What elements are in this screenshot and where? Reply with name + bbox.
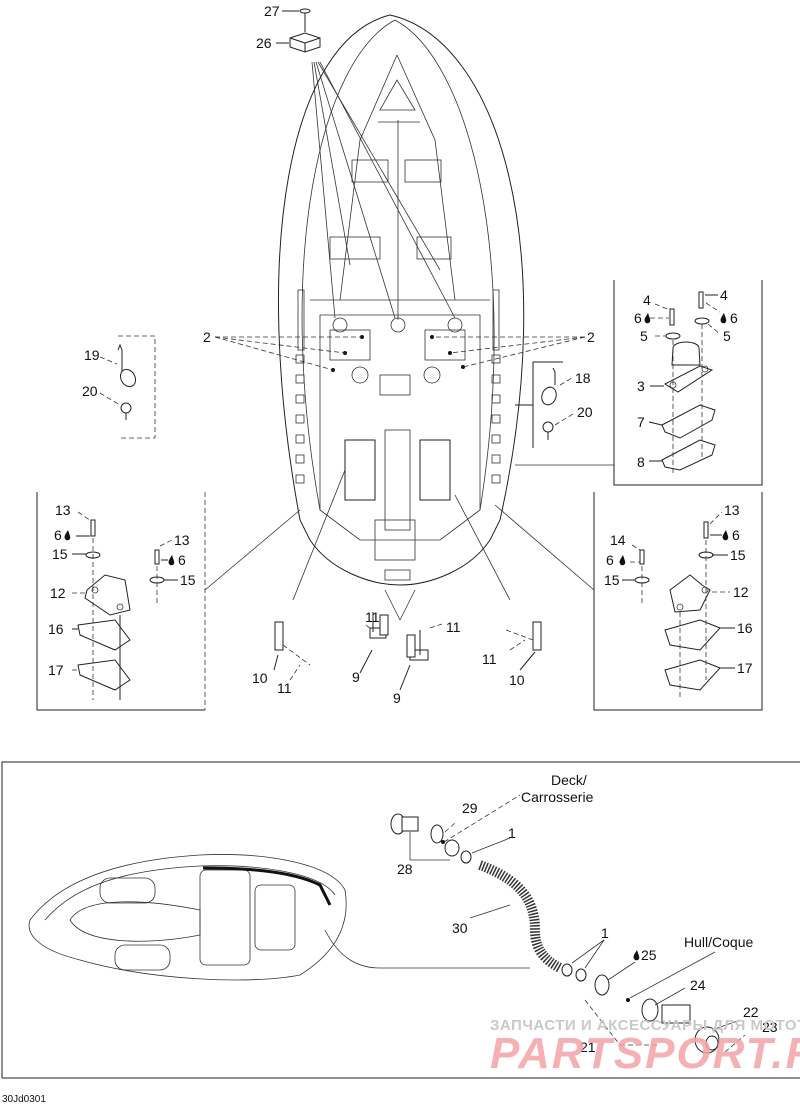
callout-10-right: 10: [509, 672, 525, 688]
callout-2-leaders: [214, 336, 586, 371]
detail-box-engine-mount-rear-right: [494, 492, 763, 711]
callout-25: 25: [641, 947, 657, 963]
drop-icon: [619, 555, 626, 566]
callout-30: 30: [452, 920, 468, 936]
callout-8: 8: [637, 454, 645, 470]
callout-6-left: 6: [634, 310, 642, 326]
callout-16-right: 16: [737, 620, 753, 636]
deck-fitting: [390, 794, 521, 864]
drop-icon: [720, 313, 727, 324]
vent-hose-panel: [1, 761, 800, 1079]
callout-3: 3: [637, 378, 645, 394]
detail-box-18-20: [515, 361, 574, 448]
part-26-27-pad-and-screw: [276, 8, 456, 319]
callout-17-left: 17: [48, 662, 64, 678]
brackets-9-10-11: [273, 469, 542, 691]
callout-16-left: 16: [48, 621, 64, 637]
detail-box-engine-mount-rear-left: [36, 492, 301, 711]
callout-13-right: 13: [724, 502, 740, 518]
callout-6-left-b: 6: [178, 552, 186, 568]
callout-20-right: 20: [577, 404, 593, 420]
label-deck: Deck/: [551, 772, 587, 788]
craft-top-view: [28, 854, 530, 981]
callout-15-right-a: 15: [730, 547, 746, 563]
callout-15-left-b: 15: [180, 572, 196, 588]
callout-23: 23: [762, 1019, 778, 1035]
callout-24: 24: [690, 977, 706, 993]
drop-icon: [722, 530, 729, 541]
drop-icon: [64, 530, 71, 541]
callout-12-left: 12: [50, 585, 66, 601]
detail-box-19-20: [99, 335, 156, 439]
callout-1-top: 1: [508, 825, 516, 841]
vent-hose: [478, 860, 563, 973]
callout-21: 21: [580, 1039, 596, 1055]
callout-2-left: 2: [203, 329, 211, 345]
hull-top-view: [278, 14, 525, 586]
drawing-code: 30Jd0301: [2, 1094, 46, 1105]
drop-icon: [633, 950, 640, 961]
callout-19: 19: [84, 347, 100, 363]
watermark-line-1: ЗАПЧАСТИ И АКСЕССУАРЫ ДЛЯ МОТОТЕХНИКИ: [490, 1017, 800, 1034]
callout-6-left-a: 6: [54, 527, 62, 543]
callout-7: 7: [637, 414, 645, 430]
drop-icon: [644, 313, 651, 324]
watermark-line-2: PARTSPORT.RU: [490, 1029, 800, 1078]
callout-29: 29: [462, 800, 478, 816]
callout-18: 18: [575, 370, 591, 386]
callout-14-right: 14: [610, 532, 626, 548]
callout-26: 26: [256, 35, 272, 51]
callout-27: 27: [264, 3, 280, 19]
callout-12-right: 12: [733, 584, 749, 600]
callout-13-left-b: 13: [174, 532, 190, 548]
hull-side-notches-left: [295, 354, 305, 484]
callout-15-left-a: 15: [52, 546, 68, 562]
hull-side-notches-right: [491, 354, 501, 484]
drop-icon: [168, 555, 175, 566]
callout-13-left-a: 13: [55, 502, 71, 518]
callout-9-a: 9: [352, 669, 360, 685]
callout-2-right: 2: [587, 329, 595, 345]
callout-5-left: 5: [640, 328, 648, 344]
callout-11-b: 11: [446, 619, 461, 635]
detail-box-engine-mount-front: [515, 280, 763, 486]
callout-6-right-b: 6: [606, 552, 614, 568]
callout-22: 22: [743, 1004, 759, 1020]
callout-11-c: 11: [482, 651, 497, 667]
callout-6-right: 6: [730, 310, 738, 326]
callout-5-right: 5: [723, 328, 731, 344]
callout-4-left: 4: [643, 292, 651, 308]
callout-1-bottom: 1: [601, 925, 609, 941]
callout-10-left: 10: [252, 670, 268, 686]
callout-20-left: 20: [82, 383, 98, 399]
callout-11-d: 11: [277, 680, 292, 696]
callout-28: 28: [397, 861, 413, 877]
label-hull-coque: Hull/Coque: [684, 934, 753, 950]
callout-6-right-a: 6: [732, 527, 740, 543]
callout-15-right-b: 15: [604, 572, 620, 588]
callout-4-right: 4: [720, 287, 728, 303]
callout-17-right: 17: [737, 660, 753, 676]
label-carrosserie: Carrosserie: [521, 789, 594, 805]
callout-11-a: 11: [365, 609, 380, 625]
hull-fitting: [561, 939, 746, 1054]
callout-9-b: 9: [393, 690, 401, 706]
